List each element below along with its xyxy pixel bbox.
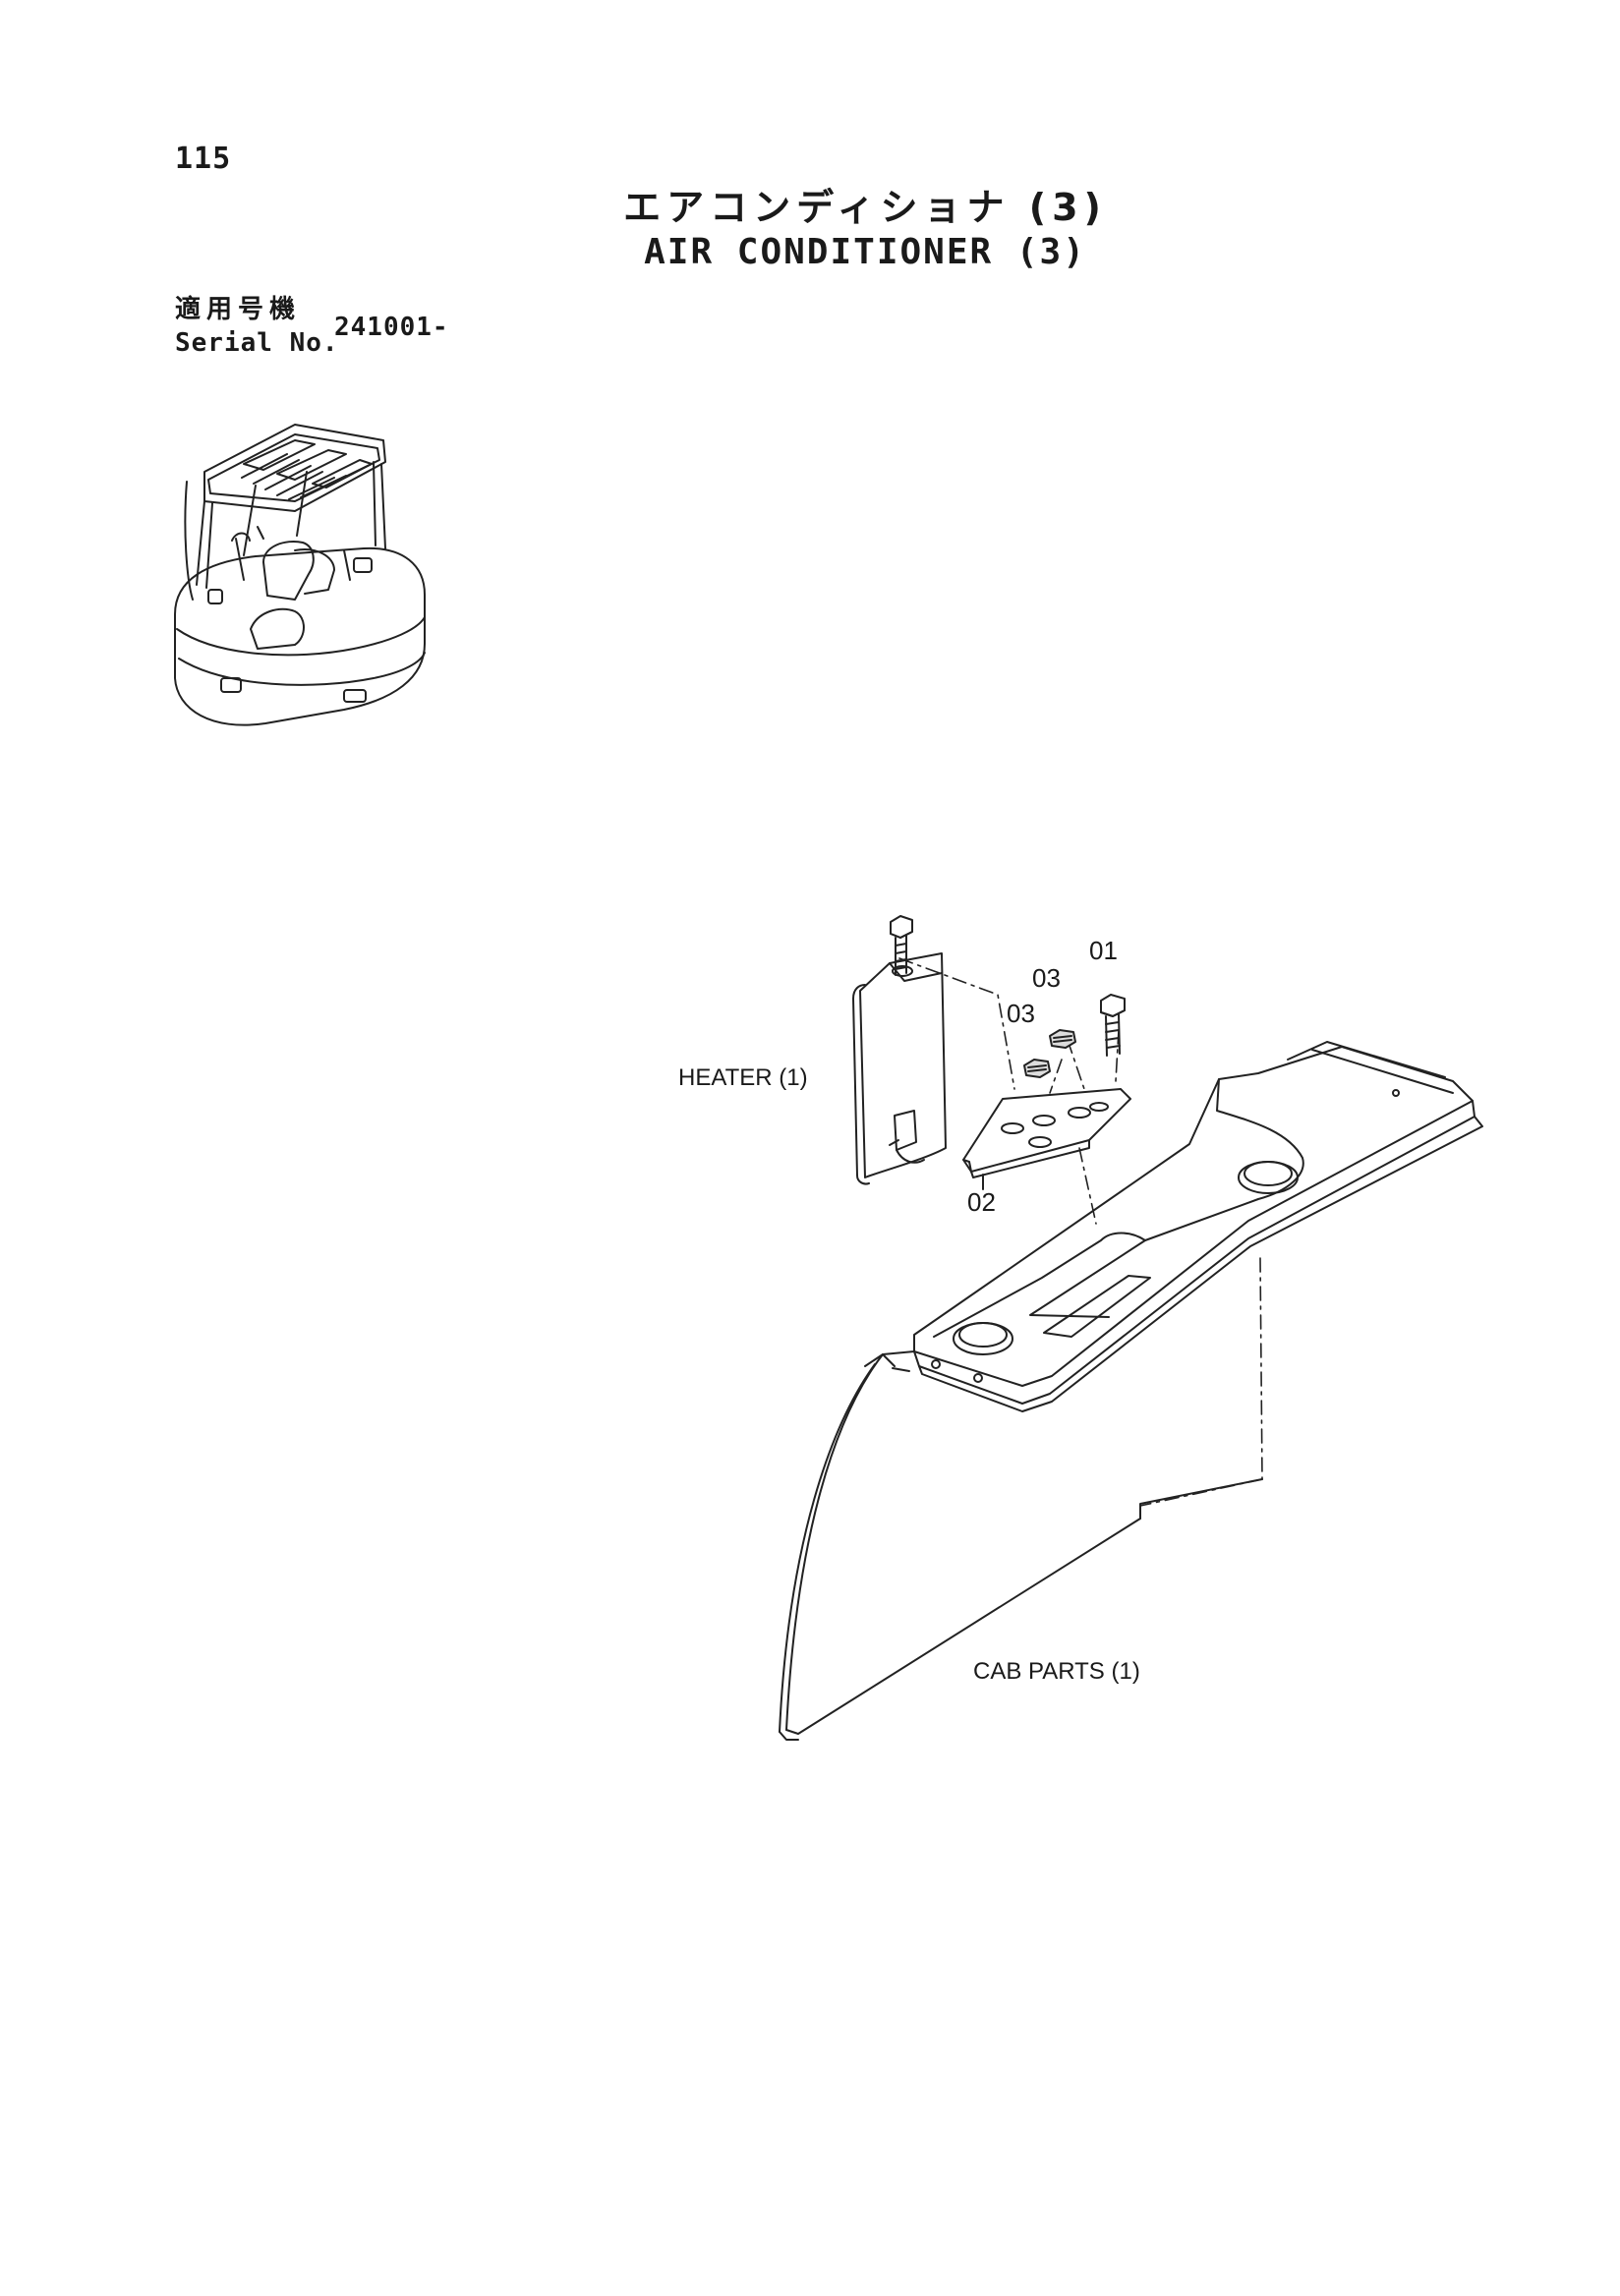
bracket-part-02 (962, 1088, 1131, 1178)
heater-bolt (890, 915, 913, 976)
page-title-english: AIR CONDITIONER (3) (644, 232, 1086, 272)
serial-label: 適用号機 Serial No. (175, 293, 339, 360)
nut-part-03-left (1023, 1059, 1051, 1078)
cab-parts-label: CAB PARTS (1) (973, 1658, 1140, 1685)
cab-floor-panel (779, 1041, 1483, 1741)
callout-01: 01 (1089, 936, 1118, 965)
serial-label-english: Serial No. (175, 328, 339, 358)
nut-part-03-right (1049, 1029, 1076, 1049)
serial-number-value: 241001- (334, 313, 449, 342)
callout-03-lower: 03 (1007, 999, 1035, 1028)
leader-lines (898, 957, 1263, 1507)
excavator-locator-illustration (174, 424, 426, 726)
callout-03-upper: 03 (1032, 963, 1061, 993)
serial-label-japanese: 適用号機 (175, 295, 302, 324)
page-title-japanese: エアコンディショナ (3) (623, 186, 1107, 229)
heater-label: HEATER (1) (678, 1064, 808, 1091)
callout-02: 02 (967, 1187, 996, 1217)
bolt-part-01 (1100, 994, 1126, 1057)
page-number: 115 (175, 142, 232, 176)
heater-panel (852, 952, 947, 1185)
